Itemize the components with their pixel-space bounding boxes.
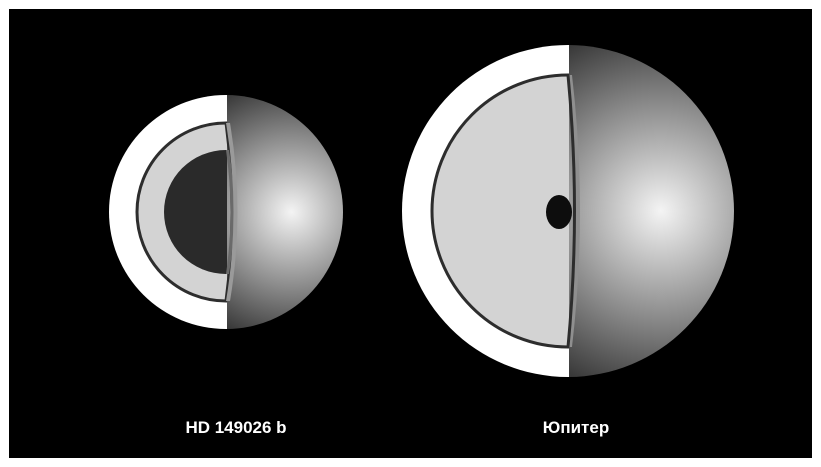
core [546, 195, 572, 229]
planet-comparison-graphic [109, 45, 734, 377]
planet-label-hd149026b: HD 149026 b [185, 418, 287, 437]
diagram-canvas: HD 149026 b Юпитер [9, 9, 812, 458]
planet-jupiter [402, 45, 734, 377]
planet-label-jupiter: Юпитер [542, 418, 610, 437]
core-edge [226, 150, 234, 274]
cut-edge [566, 74, 576, 348]
shaded-hemisphere [569, 45, 734, 377]
planet-hd149026b [109, 95, 343, 329]
core [164, 150, 227, 274]
mantle-edge [568, 75, 580, 347]
mantle-edge [226, 123, 238, 301]
shaded-hemisphere [227, 95, 343, 329]
